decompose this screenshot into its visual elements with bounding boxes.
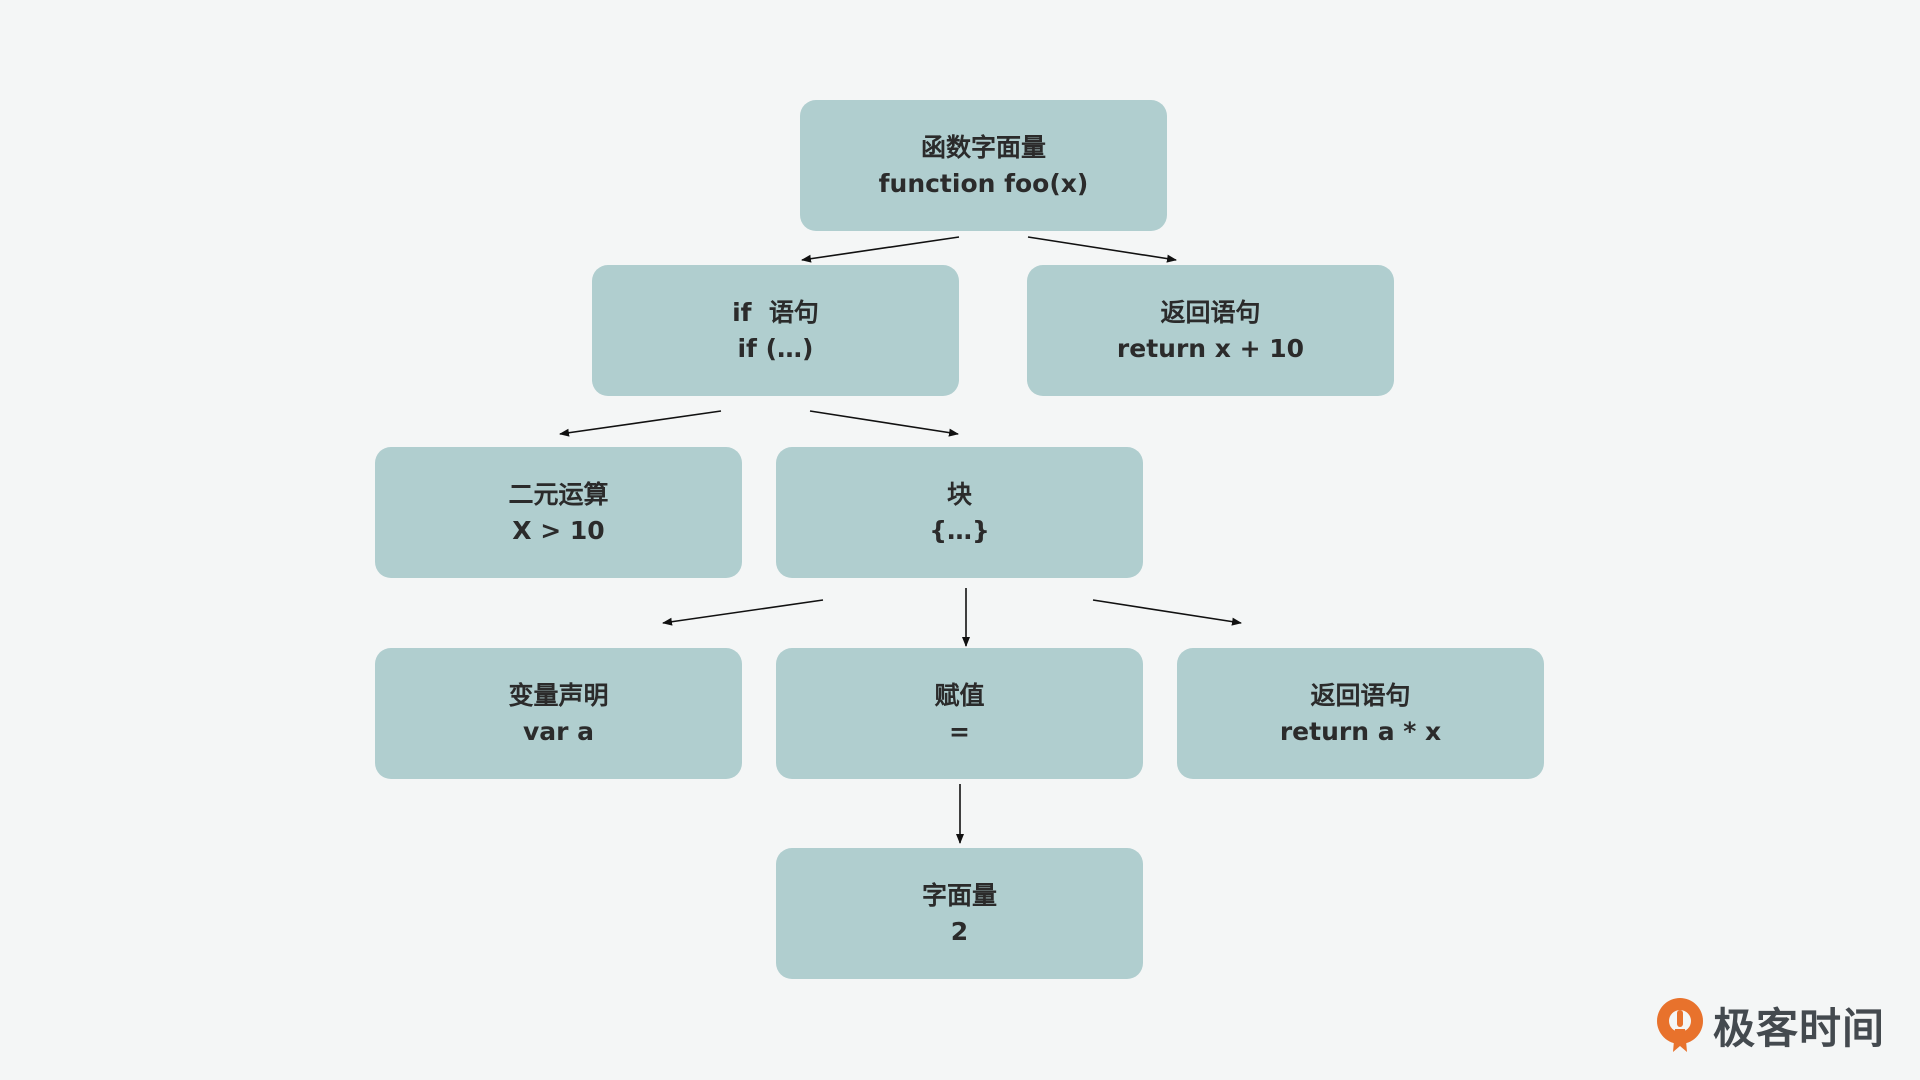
node-block: 块 {…} bbox=[776, 447, 1143, 578]
node-literal: 字面量 2 bbox=[776, 848, 1143, 979]
brand-name: 极客时间 bbox=[1713, 1003, 1886, 1053]
node-title: 块 bbox=[946, 479, 972, 509]
node-title: if 语句 bbox=[732, 297, 819, 327]
node-return-statement-2: 返回语句 return a * x bbox=[1177, 648, 1544, 779]
node-title: 字面量 bbox=[921, 880, 997, 910]
node-title: 赋值 bbox=[934, 680, 985, 710]
node-code: X > 10 bbox=[512, 515, 605, 545]
node-code: return x + 10 bbox=[1116, 333, 1305, 363]
node-title: 二元运算 bbox=[508, 479, 609, 509]
node-code: = bbox=[949, 716, 970, 746]
brand-logo: 极客时间 bbox=[1655, 995, 1885, 1055]
node-code: function foo(x) bbox=[878, 168, 1089, 198]
node-code: if (…) bbox=[737, 333, 814, 363]
node-function-literal: 函数字面量 function foo(x) bbox=[800, 100, 1167, 231]
edge-function-to-if bbox=[801, 236, 960, 263]
node-var-declaration: 变量声明 var a bbox=[375, 648, 742, 779]
node-code: return a * x bbox=[1279, 716, 1442, 746]
node-title: 变量声明 bbox=[508, 680, 609, 710]
edge-block-to-return bbox=[1092, 599, 1242, 626]
geektime-logo-icon bbox=[1657, 998, 1703, 1052]
node-code: var a bbox=[522, 716, 595, 746]
node-code: 2 bbox=[950, 916, 969, 946]
node-if-statement: if 语句 if (…) bbox=[592, 265, 959, 396]
node-title: 函数字面量 bbox=[920, 132, 1046, 162]
node-title: 返回语句 bbox=[1160, 297, 1261, 327]
edge-if-to-binary bbox=[559, 410, 722, 437]
edge-block-to-var bbox=[662, 599, 824, 626]
node-assignment: 赋值 = bbox=[776, 648, 1143, 779]
node-binary-op: 二元运算 X > 10 bbox=[375, 447, 742, 578]
edge-if-to-block bbox=[809, 410, 959, 437]
node-code: {…} bbox=[929, 515, 990, 545]
node-return-statement-1: 返回语句 return x + 10 bbox=[1027, 265, 1394, 396]
edge-function-to-return bbox=[1027, 236, 1177, 263]
node-title: 返回语句 bbox=[1310, 680, 1411, 710]
